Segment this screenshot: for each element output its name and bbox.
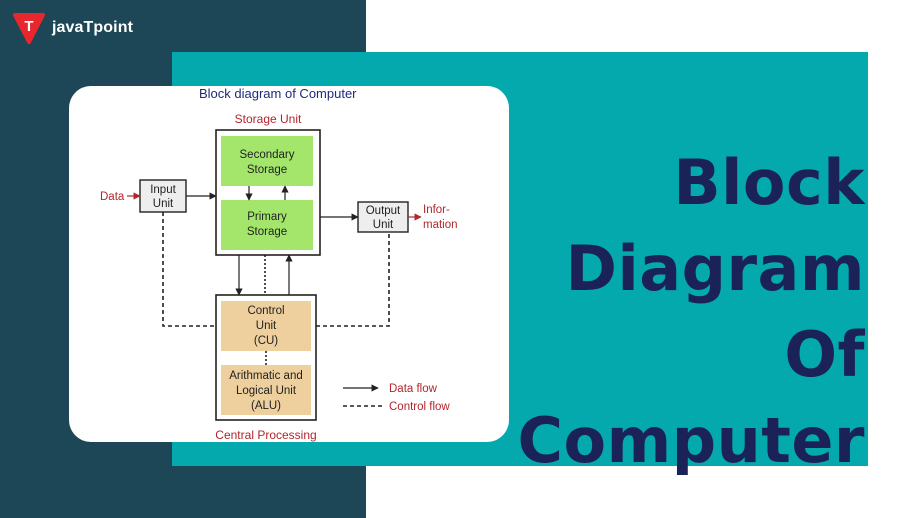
brand-name: javaTpoint bbox=[52, 19, 134, 36]
cpu-label: Central Processing bbox=[215, 428, 316, 442]
information-label-line2: mation bbox=[423, 219, 458, 231]
headline-line-3: Computer bbox=[517, 404, 865, 477]
control-unit-box bbox=[221, 301, 311, 351]
legend-data-flow-label: Data flow bbox=[389, 383, 438, 395]
input-unit-line2: Unit bbox=[153, 198, 174, 210]
output-control-link bbox=[316, 232, 390, 327]
primary-storage-line1: Primary bbox=[247, 211, 287, 223]
alu-line2: Logical Unit bbox=[236, 385, 297, 397]
output-unit-line1: Output bbox=[366, 205, 401, 217]
control-unit-line1: Control bbox=[247, 305, 284, 317]
storage-unit-label: Storage Unit bbox=[235, 112, 302, 126]
diagram-card: Block diagram of Computer Storage Unit S… bbox=[69, 86, 509, 442]
control-unit-line3: (CU) bbox=[254, 335, 278, 347]
alu-line3: (ALU) bbox=[251, 400, 281, 412]
computer-block-diagram: Block diagram of Computer Storage Unit S… bbox=[100, 86, 458, 442]
alu-line1: Arithmatic and bbox=[229, 370, 303, 382]
headline-line-2: Diagram Of bbox=[565, 232, 865, 391]
javatpoint-logo[interactable]: T javaTpoint bbox=[12, 11, 133, 45]
input-unit-line1: Input bbox=[150, 184, 176, 196]
alu-box bbox=[221, 365, 311, 415]
secondary-storage-line2: Storage bbox=[247, 164, 287, 176]
diagram-title: Block diagram of Computer bbox=[199, 86, 357, 101]
primary-storage-box bbox=[221, 200, 313, 250]
control-unit-line2: Unit bbox=[256, 320, 277, 332]
information-label-line1: Infor- bbox=[423, 204, 450, 216]
headline-line-1: Block bbox=[673, 146, 865, 219]
secondary-storage-box bbox=[221, 136, 313, 186]
secondary-storage-line1: Secondary bbox=[240, 149, 295, 161]
logo-badge-icon: T bbox=[13, 13, 45, 44]
page-headline: Block Diagram Of Computer bbox=[505, 140, 865, 484]
logo-letter: T bbox=[24, 18, 33, 35]
output-unit-line2: Unit bbox=[373, 219, 394, 231]
data-label: Data bbox=[100, 191, 125, 203]
input-control-link bbox=[162, 212, 216, 327]
primary-storage-line2: Storage bbox=[247, 226, 287, 238]
legend-control-flow-label: Control flow bbox=[389, 401, 450, 413]
